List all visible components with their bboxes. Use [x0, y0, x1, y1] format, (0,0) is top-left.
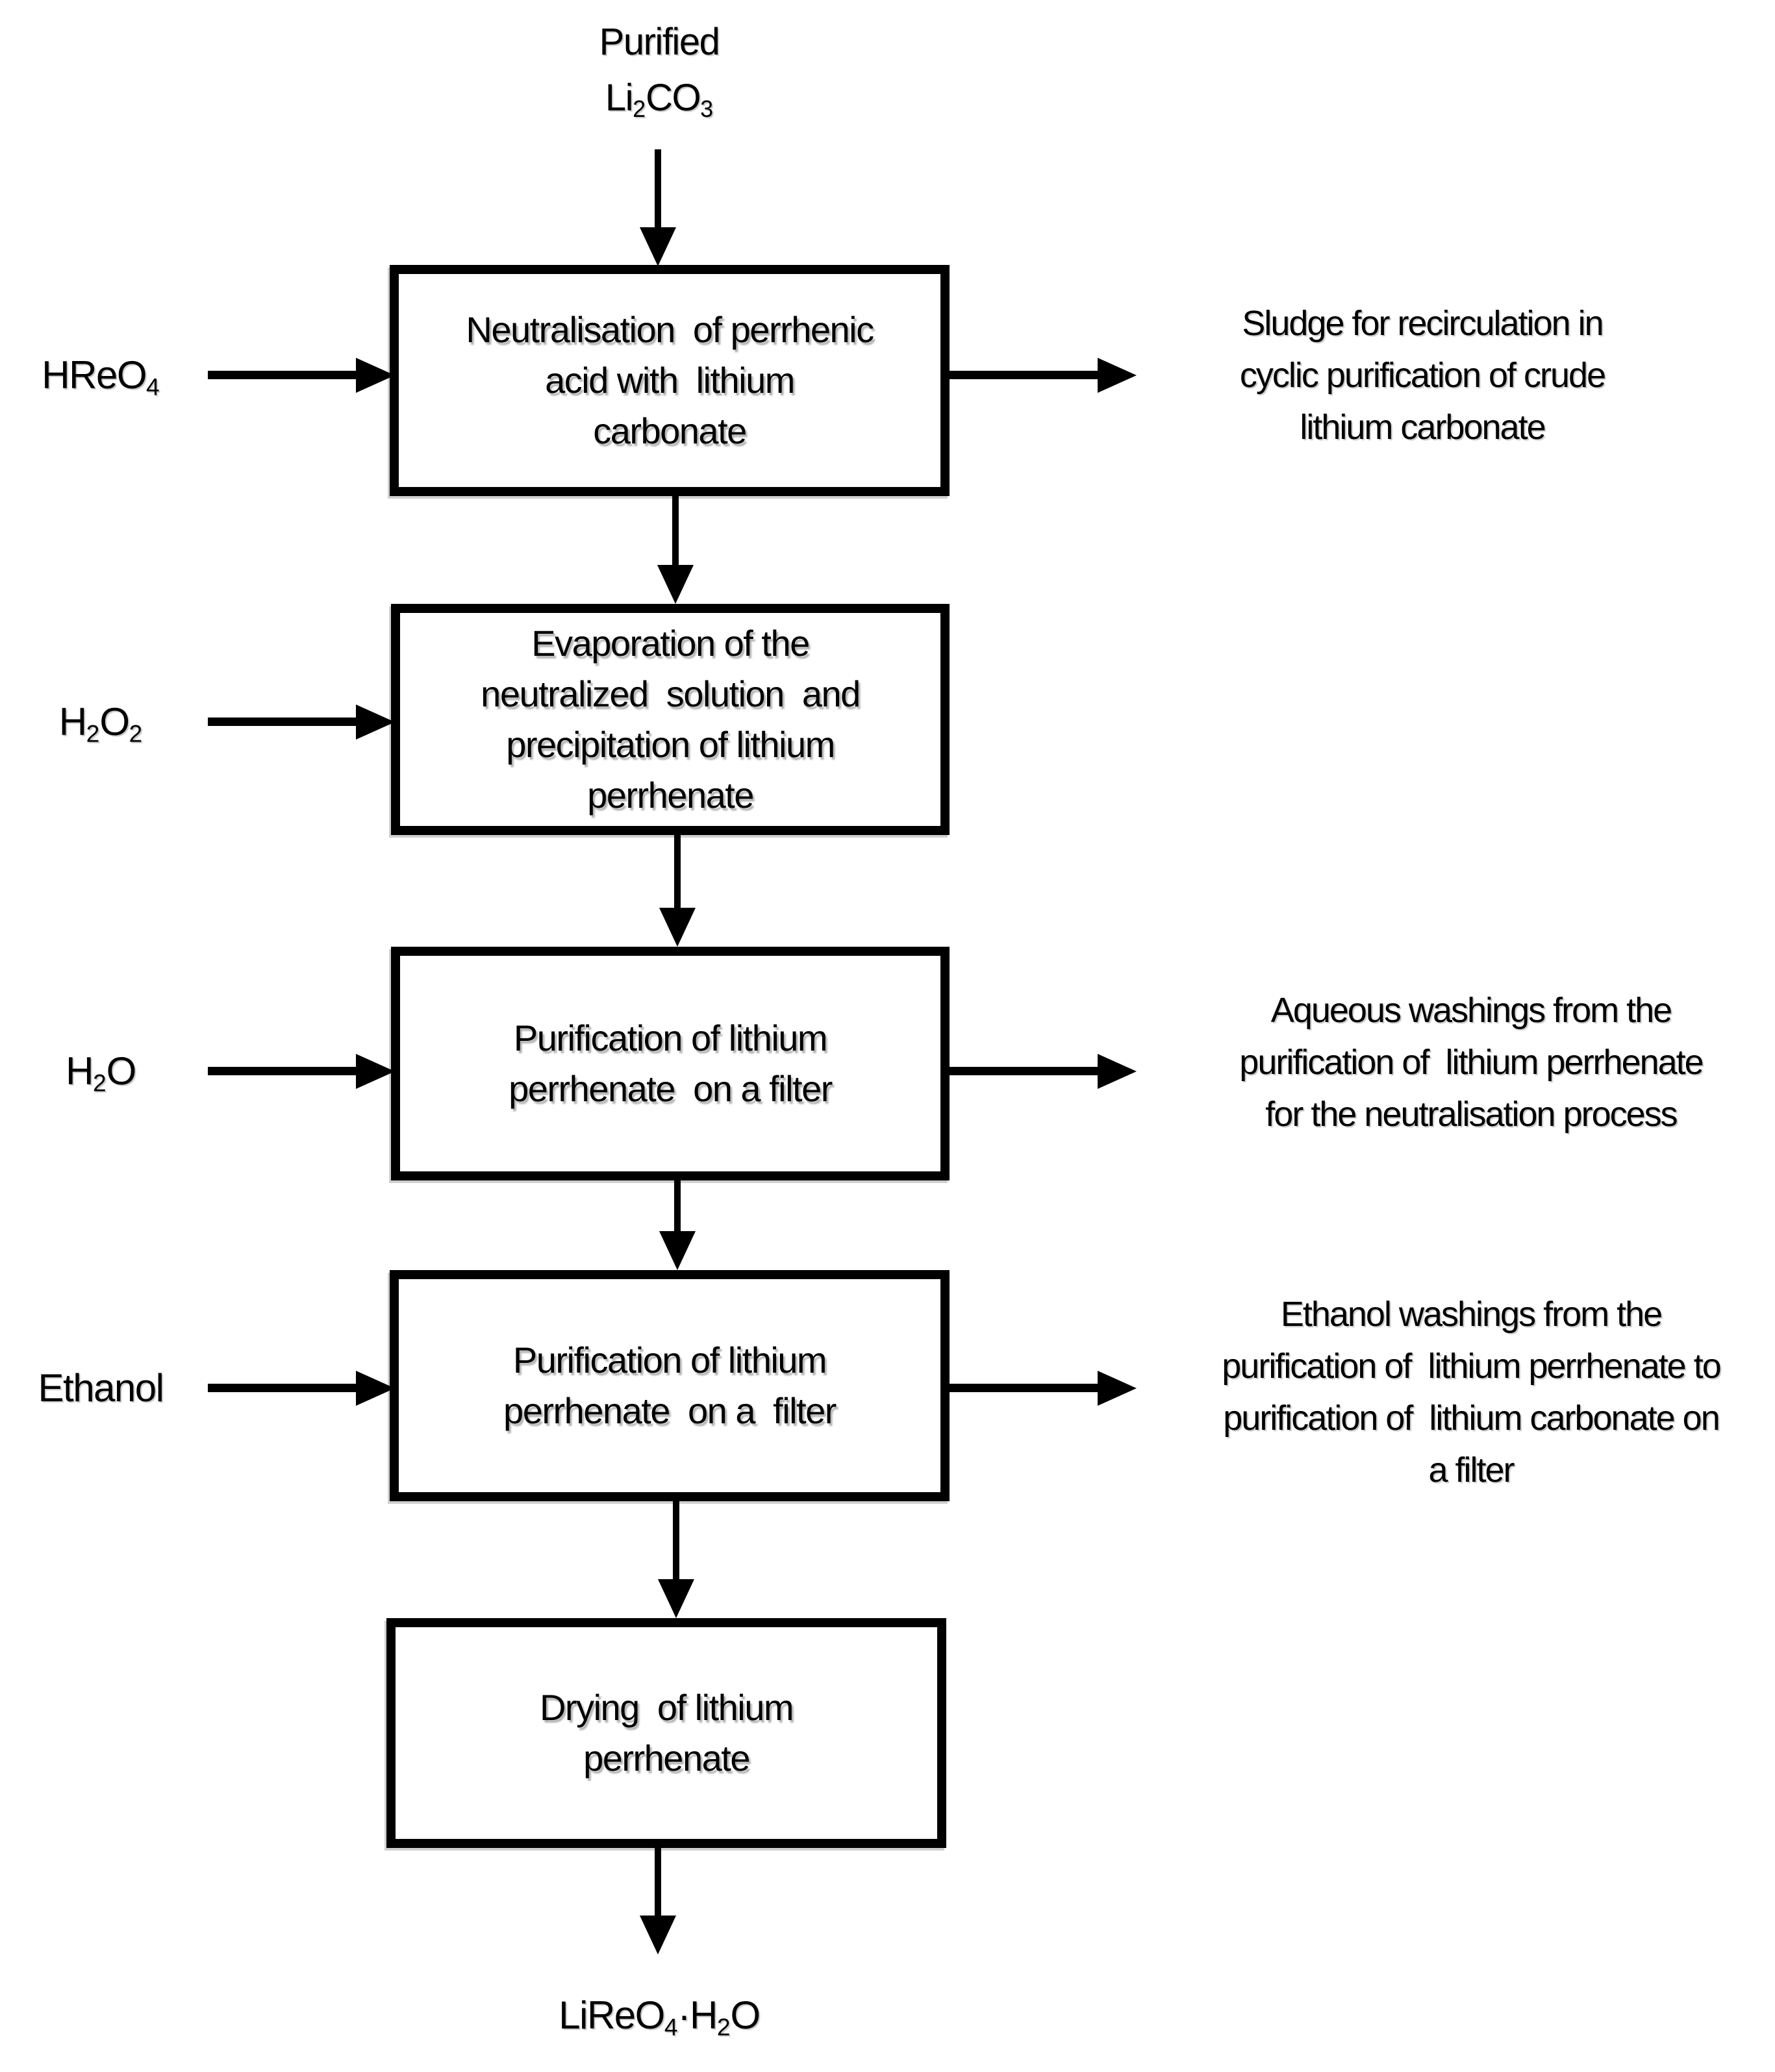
arrow-shaft: [950, 1384, 1098, 1392]
output-line: cyclic purification of crude: [1239, 356, 1606, 395]
box-text-line: Drying of lithium: [539, 1687, 794, 1728]
box-text-line: perrhenate: [583, 1738, 750, 1779]
process-box-evaporation: Evaporation of the neutralized solution …: [391, 604, 950, 835]
process-box-neutralisation: Neutralisation of perrhenic acid with li…: [390, 265, 950, 496]
input-label-h2o: H2O: [13, 1042, 188, 1112]
output-line: a filter: [1428, 1451, 1515, 1490]
arrow-down-icon: [640, 1916, 676, 1954]
box-text-line: Purification of lithium: [512, 1340, 827, 1380]
top-input-label: Purified Li2CO3: [455, 14, 864, 137]
box-text-line: neutralized solution and: [481, 673, 861, 714]
output-line: Aqueous washings from the: [1270, 991, 1672, 1030]
arrow-down-icon: [659, 908, 696, 947]
top-input-line: Purified: [599, 21, 720, 63]
arrow-down-icon: [659, 1231, 696, 1270]
input-formula: H2O: [66, 1049, 136, 1097]
input-label-ethanol: Ethanol: [13, 1358, 188, 1418]
box-text-line: Evaporation of the: [531, 623, 810, 664]
output-line: purification of lithium perrhenate to: [1222, 1347, 1721, 1386]
input-formula: Ethanol: [38, 1366, 165, 1410]
product-formula: LiReO4·H2O: [559, 1993, 761, 2041]
box-text-line: Neutralisation of perrhenic: [466, 309, 874, 350]
arrow-right-icon: [1098, 358, 1137, 393]
box-text-line: perrhenate on a filter: [509, 1068, 833, 1109]
box-text-line: perrhenate: [587, 775, 754, 816]
arrow-shaft: [950, 1067, 1098, 1075]
output-line: lithium carbonate: [1300, 408, 1546, 447]
top-input-formula: Li2CO3: [605, 77, 714, 123]
arrow-right-icon: [356, 358, 395, 393]
arrow-shaft: [672, 496, 679, 566]
box-text-line: Purification of lithium: [513, 1017, 828, 1058]
box-text-line: precipitation of lithium: [506, 724, 835, 765]
arrow-shaft: [674, 835, 681, 908]
input-label-h2o2: H2O2: [13, 692, 188, 763]
box-text-line: perrhenate on a filter: [503, 1390, 837, 1431]
arrow-shaft: [655, 149, 661, 229]
input-label-hreo4: HReO4: [13, 345, 188, 416]
arrow-shaft: [673, 1501, 679, 1579]
arrow-right-icon: [1098, 1371, 1137, 1406]
arrow-shaft: [950, 371, 1098, 379]
process-box-drying: Drying of lithium perrhenate: [386, 1618, 946, 1848]
process-box-purification-water: Purification of lithium perrhenate on a …: [391, 947, 950, 1180]
arrow-right-icon: [356, 705, 395, 740]
input-formula: H2O2: [58, 700, 143, 747]
arrow-right-icon: [1098, 1054, 1137, 1089]
arrow-down-icon: [657, 565, 694, 604]
arrow-down-icon: [640, 227, 676, 266]
input-formula: HReO4: [42, 353, 160, 401]
process-box-purification-ethanol: Purification of lithium perrhenate on a …: [390, 1270, 950, 1501]
arrow-shaft: [208, 1067, 357, 1075]
arrow-shaft: [208, 1384, 357, 1392]
final-product-label: LiReO4·H2O: [461, 1986, 857, 2056]
arrow-shaft: [208, 371, 357, 379]
output-text-ethanol-washings: Ethanol washings from the purification o…: [1169, 1288, 1773, 1496]
arrow-shaft: [674, 1180, 681, 1231]
output-line: purification of lithium carbonate on: [1223, 1399, 1720, 1438]
arrow-down-icon: [658, 1579, 694, 1618]
output-line: for the neutralisation process: [1265, 1095, 1678, 1134]
box-text-line: acid with lithium: [545, 360, 795, 401]
arrow-right-icon: [356, 1371, 395, 1406]
output-line: Sludge for recirculation in: [1242, 304, 1604, 343]
arrow-shaft: [655, 1848, 661, 1916]
output-text-aqueous-washings: Aqueous washings from the purification o…: [1176, 984, 1767, 1140]
output-text-sludge: Sludge for recirculation in cyclic purif…: [1150, 297, 1695, 453]
output-line: purification of lithium perrhenate: [1239, 1043, 1704, 1082]
output-line: Ethanol washings from the: [1280, 1295, 1663, 1334]
arrow-right-icon: [356, 1054, 395, 1089]
arrow-shaft: [208, 718, 357, 726]
box-text-line: carbonate: [593, 410, 747, 451]
